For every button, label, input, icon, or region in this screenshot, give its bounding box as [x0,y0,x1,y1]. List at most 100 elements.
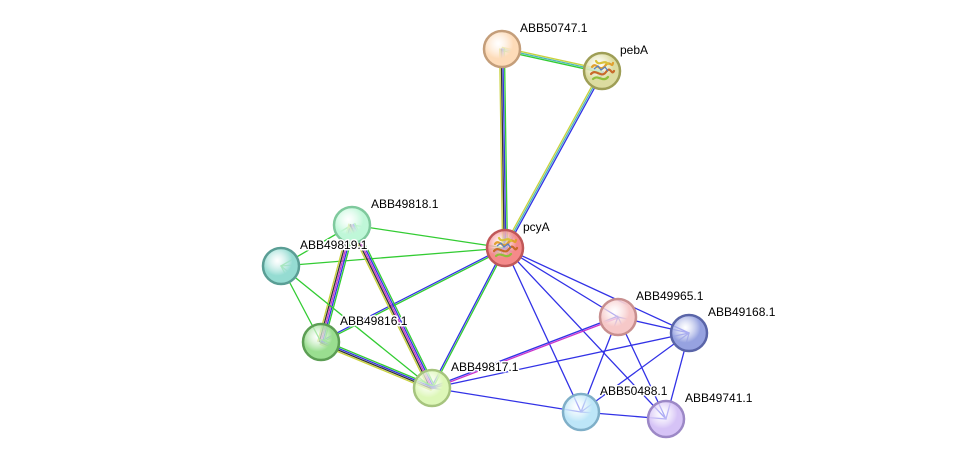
edge-abb49818-1-pcya[interactable] [351,224,506,249]
node-circle [598,297,638,337]
edge-evidence-blue [321,224,355,344]
edge-evidence-yellow [498,48,504,249]
edge-evidence-magenta [431,317,619,390]
edge-pcya-abb49168-1[interactable] [504,247,690,334]
edge-abb49817-1-abb50488-1[interactable] [431,387,582,413]
node-label-abb49818-1: ABB49818.1 [371,197,439,211]
protein-strand [492,245,519,253]
edge-evidence-teal [504,70,603,249]
node-abb49817-1[interactable] [412,368,452,408]
edge-evidence-yellow [317,223,350,342]
edge-evidence-blue [431,332,690,389]
edge-abb49817-1-pcya[interactable] [430,246,507,390]
node-circle [669,313,709,353]
node-label-abb49816-1: ABB49816.1 [340,314,408,328]
protein-helix [496,242,512,249]
edge-evidence-blue [505,71,605,250]
node-abb49818-1[interactable] [332,205,372,245]
protein-strand [497,236,513,243]
edge-evidence-yellow [502,69,602,248]
edge-evidence-blue [504,247,619,318]
edge-evidence-blue [430,246,505,389]
node-abb49168-1[interactable] [669,313,709,353]
node-circle [301,322,341,362]
node-abb49816-1[interactable] [301,322,341,362]
protein-strand [589,68,616,76]
node-circle [412,368,452,408]
node-peba[interactable] [582,51,622,91]
protein-strand [590,61,615,70]
edge-evidence-magenta [351,224,433,389]
edge-evidence-yellow [348,225,430,391]
node-abb49965-1[interactable] [598,297,638,337]
edge-abb49168-1-abb50488-1[interactable] [580,332,690,413]
protein-helix [593,65,609,72]
edge-evidence-black [500,48,505,249]
edge-evidence-green [354,222,436,388]
edge-evidence-green [320,248,507,344]
edge-abb49819-1-pcya[interactable] [280,247,506,267]
node-label-abb50488-1: ABB50488.1 [600,384,668,398]
edge-evidence-black [318,223,352,343]
edge-evidence-green [432,247,507,390]
edge-evidence-green [280,247,506,267]
edge-abb49817-1-abb49965-1[interactable] [431,315,619,390]
protein-strand [494,252,513,258]
node-label-abb49965-1: ABB49965.1 [636,289,704,303]
edge-evidence-blue [431,387,582,413]
node-label-abb49168-1: ABB49168.1 [708,305,776,319]
nodes-layer [261,29,709,439]
edge-evidence-blue [352,223,435,388]
edge-evidence-blue [502,48,507,249]
protein-structure-icon [589,59,616,81]
edge-evidence-blue [504,247,690,334]
node-label-abb49817-1: ABB49817.1 [451,360,519,374]
edge-pcya-abb49741-1[interactable] [504,247,667,420]
edge-evidence-green [351,224,506,249]
edge-evidence-blue [504,247,667,420]
protein-structure-icon [492,236,519,258]
edge-evidence-black [320,342,433,390]
edge-evidence-blue [319,246,506,342]
node-circle [482,29,522,69]
edge-evidence-magenta [320,224,353,343]
edge-evidence-green [321,339,434,387]
edge-evidence-blue [320,340,433,388]
edge-abb50747-1-pcya[interactable] [498,48,509,249]
edge-abb49818-1-abb49817-1[interactable] [348,222,436,391]
node-abb50747-1[interactable] [482,29,522,69]
edge-evidence-green [323,225,356,344]
node-label-abb49741-1: ABB49741.1 [685,391,753,405]
protein-strand [591,75,610,81]
edge-peba-pcya[interactable] [502,69,605,250]
edge-abb49816-1-abb49817-1[interactable] [319,339,434,391]
edge-pcya-abb50488-1[interactable] [504,247,582,413]
edge-evidence-blue [431,315,619,388]
node-circle [561,392,601,432]
node-abb49819-1[interactable] [261,246,301,286]
edge-abb49819-1-abb49817-1[interactable] [280,265,433,389]
node-label-peba: pebA [620,43,648,57]
edge-evidence-blue [580,332,690,413]
edge-abb49816-1-pcya[interactable] [319,246,507,344]
edges-layer [280,46,690,420]
edge-abb49817-1-abb49168-1[interactable] [431,332,690,389]
node-abb50488-1[interactable] [561,392,601,432]
edge-evidence-yellow [319,343,432,391]
node-circle [261,246,301,286]
edge-pcya-abb49965-1[interactable] [504,247,619,318]
protein-strand [594,59,610,66]
edge-evidence-green [503,48,509,249]
node-abb49741-1[interactable] [646,399,686,439]
labels-layer: ABB50747.1pebAABB49818.1ABB49819.1pcyAAB… [299,20,778,407]
node-circle [332,205,372,245]
node-label-abb49819-1: ABB49819.1 [300,238,368,252]
protein-strand [493,238,518,247]
edge-evidence-blue [504,247,582,413]
node-pcya[interactable] [485,228,525,268]
node-label-abb50747-1: ABB50747.1 [520,21,588,35]
edge-evidence-black [349,225,432,390]
edge-evidence-green [280,265,433,389]
edge-abb49818-1-abb49816-1[interactable] [317,223,356,344]
